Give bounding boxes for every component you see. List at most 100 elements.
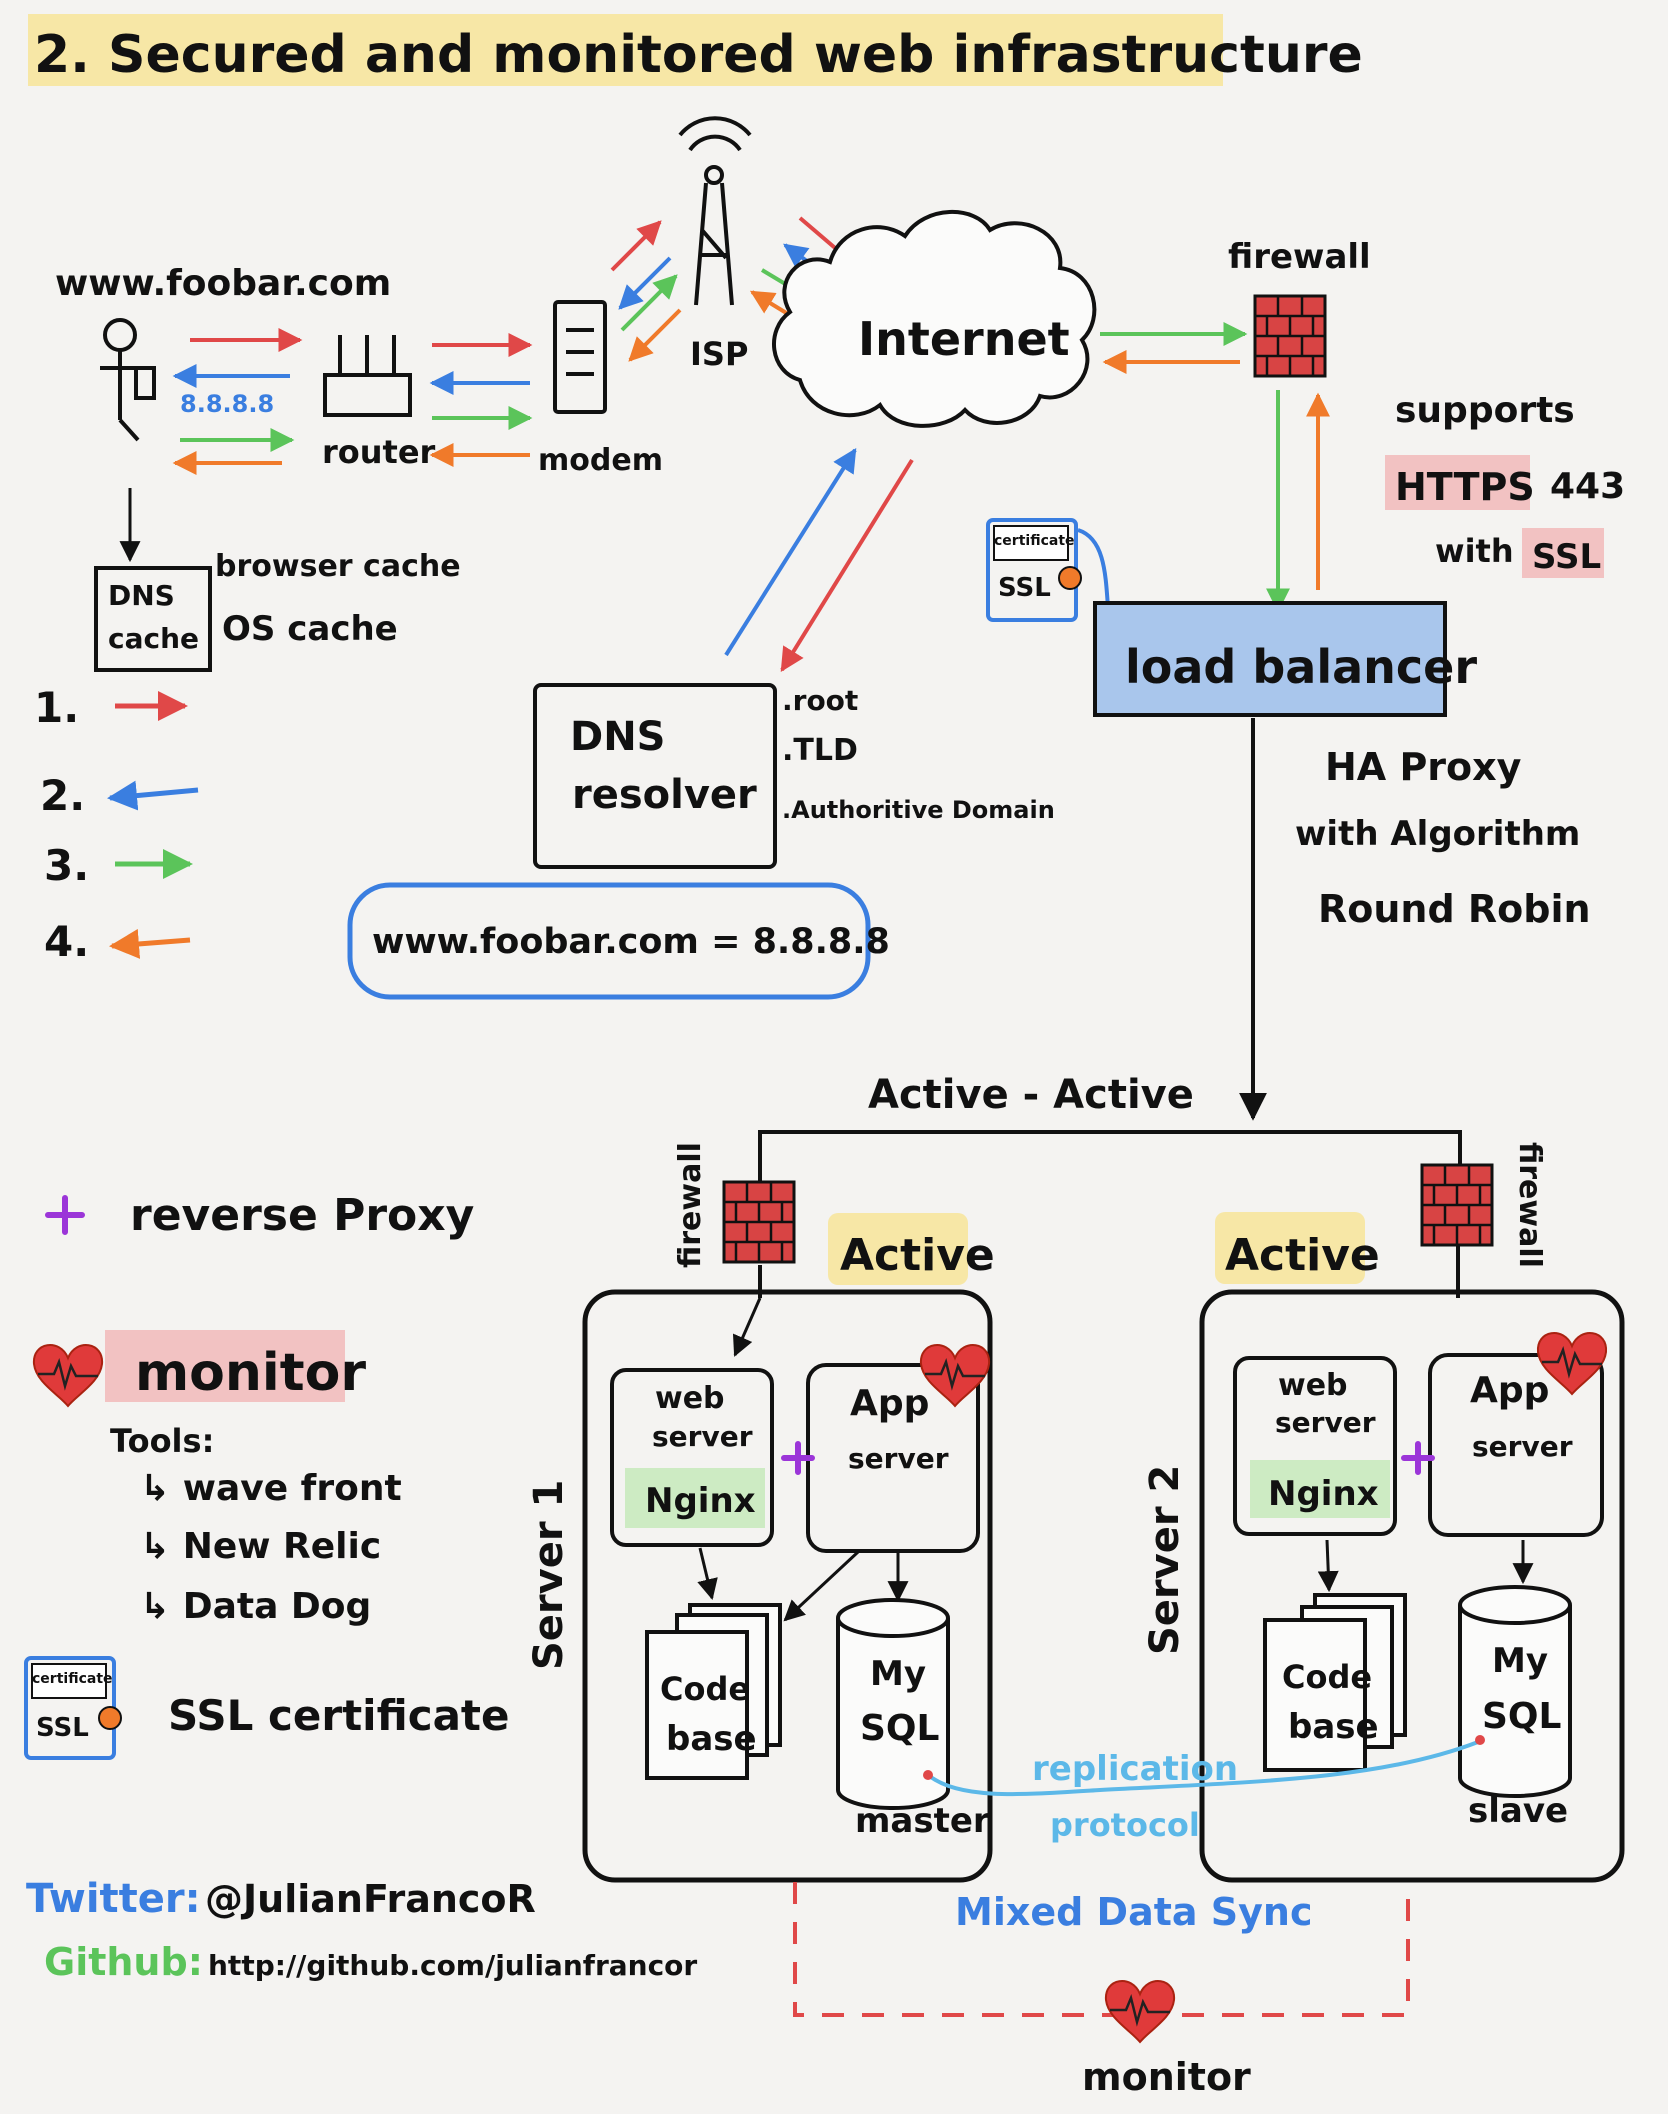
- server2-status: Active: [1225, 1230, 1380, 1281]
- router-label: router: [322, 433, 436, 471]
- replication-line1: replication: [1032, 1749, 1238, 1789]
- https-highlight: [1385, 455, 1530, 510]
- server1-nginx: Nginx: [645, 1481, 756, 1521]
- https-port: 443: [1550, 466, 1625, 507]
- certificate-icon: [24, 1656, 122, 1760]
- server2-nginx: Nginx: [1268, 1474, 1379, 1514]
- certificate-ssl: SSL: [998, 573, 1051, 603]
- certificate-label: certificate: [994, 533, 1075, 549]
- arrow-step4-isp-modem: [628, 308, 682, 362]
- server2-role: slave: [1468, 1791, 1568, 1831]
- dns-level-tld: .TLD: [782, 733, 858, 768]
- algorithm-label: with Algorithm: [1295, 814, 1580, 854]
- replication-link: [926, 1740, 1479, 1797]
- twitter-handle: @JulianFrancoR: [205, 1877, 536, 1921]
- replication-dot-slave: [1475, 1735, 1485, 1745]
- replication-dot-master: [923, 1770, 933, 1780]
- plus-icon: [45, 1195, 85, 1235]
- cylinder-icon: [836, 1598, 950, 1810]
- server2-code-line2: base: [1288, 1707, 1379, 1747]
- haproxy-label: HA Proxy: [1325, 745, 1522, 789]
- load-balancer-box: [1093, 601, 1447, 717]
- legend-step2-num: 2.: [40, 771, 85, 820]
- dns-resolver-line2: resolver: [572, 772, 757, 818]
- server2-web-line2: server: [1275, 1406, 1376, 1439]
- dns-resolver-box: [533, 683, 777, 869]
- cylinder-icon: [1458, 1585, 1572, 1798]
- dns-cache-line2: cache: [108, 622, 199, 655]
- server2-db-line2: SQL: [1482, 1696, 1561, 1737]
- monitor-highlight: [105, 1330, 345, 1402]
- legend-step3-num: 3.: [44, 841, 89, 890]
- arrow-step3-modem-isp: [620, 274, 678, 332]
- stack-of-files-icon: [645, 1603, 782, 1780]
- server2-name: Server 2: [1142, 1465, 1188, 1655]
- server1-code-line2: base: [666, 1719, 757, 1759]
- github-label: Github:: [44, 1940, 203, 1984]
- legend-steps: 1. 2. 3. 4.: [34, 683, 199, 966]
- server2-app-line2: server: [1472, 1430, 1573, 1463]
- modem-label: modem: [538, 443, 663, 478]
- browser-cache-label: browser cache: [215, 549, 461, 584]
- legend-step4-arrow: [109, 928, 191, 959]
- server2-app-line1: App: [1470, 1370, 1549, 1411]
- ssl-highlight: [1522, 528, 1604, 578]
- certificate-icon: [986, 518, 1082, 622]
- isp-label: ISP: [690, 335, 748, 373]
- legend-monitor: monitor: [135, 1343, 366, 1403]
- server1-code-line1: Code: [660, 1670, 750, 1708]
- monitor-link: [793, 1882, 1410, 2017]
- twitter-label: Twitter:: [26, 1876, 201, 1922]
- client-domain: www.foobar.com: [55, 263, 391, 304]
- client-ip: 8.8.8.8: [180, 390, 274, 418]
- server1-active-highlight: [828, 1213, 968, 1285]
- https-protocol: HTTPS: [1395, 465, 1535, 509]
- person-icon: [100, 318, 156, 442]
- firewall-icon: [722, 1180, 796, 1264]
- dns-record-box: [347, 882, 871, 1000]
- heart-monitor-icon: [1104, 1979, 1176, 2044]
- server2-firewall-label: firewall: [1512, 1142, 1547, 1268]
- dns-cache-line1: DNS: [108, 579, 175, 612]
- arrow-step1-modem-isp: [610, 220, 662, 272]
- server1-firewall-label: firewall: [673, 1142, 708, 1268]
- https-with: with: [1435, 532, 1514, 570]
- server1-app-line1: App: [850, 1383, 929, 1424]
- legend-step1-num: 1.: [34, 683, 79, 732]
- legend-reverse-proxy: reverse Proxy: [130, 1190, 474, 1241]
- os-cache-label: OS cache: [222, 609, 398, 649]
- server2-web-line1: web: [1278, 1368, 1348, 1403]
- modem-icon: [553, 300, 607, 414]
- server1-name: Server 1: [526, 1480, 572, 1670]
- server1-app-line2: server: [848, 1442, 949, 1475]
- server2-node: [1199, 1245, 1625, 1883]
- heart-monitor-icon: [32, 1343, 104, 1408]
- firewall-label: firewall: [1228, 237, 1371, 277]
- stack-of-files-icon: [1263, 1593, 1407, 1772]
- https-ssl: SSL: [1532, 537, 1601, 577]
- cluster-bus: [758, 1130, 1462, 1190]
- firewall-icon: [1253, 294, 1327, 378]
- server1-db-line2: SQL: [860, 1708, 939, 1749]
- firewall-icon: [1420, 1163, 1494, 1247]
- tool-datadog: ↳ Data Dog: [140, 1586, 371, 1627]
- server1-db-line1: My: [870, 1654, 926, 1694]
- server2-code-line1: Code: [1282, 1658, 1372, 1696]
- dns-record: www.foobar.com = 8.8.8.8: [372, 922, 890, 962]
- dns-resolver-line1: DNS: [570, 714, 666, 760]
- server1-status: Active: [840, 1230, 995, 1281]
- replication-line2: protocol: [1050, 1806, 1200, 1844]
- arrow-step2-isp-modem: [618, 256, 672, 310]
- dns-level-root: .root: [782, 684, 858, 717]
- github-url: http://github.com/julianfrancor: [208, 1949, 697, 1982]
- cloud-icon: [772, 209, 1097, 428]
- tools-title: Tools:: [110, 1422, 214, 1460]
- router-icon: [323, 335, 412, 417]
- dns-cache-box: [94, 566, 212, 672]
- load-balancer-label: load balancer: [1125, 640, 1477, 694]
- title-highlight: [28, 14, 1223, 86]
- dns-level-authoritative: .Authoritive Domain: [782, 796, 1055, 824]
- legend-certificate-label: certificate: [32, 1671, 113, 1687]
- https-supports: supports: [1395, 390, 1575, 431]
- internet-label: Internet: [858, 312, 1070, 366]
